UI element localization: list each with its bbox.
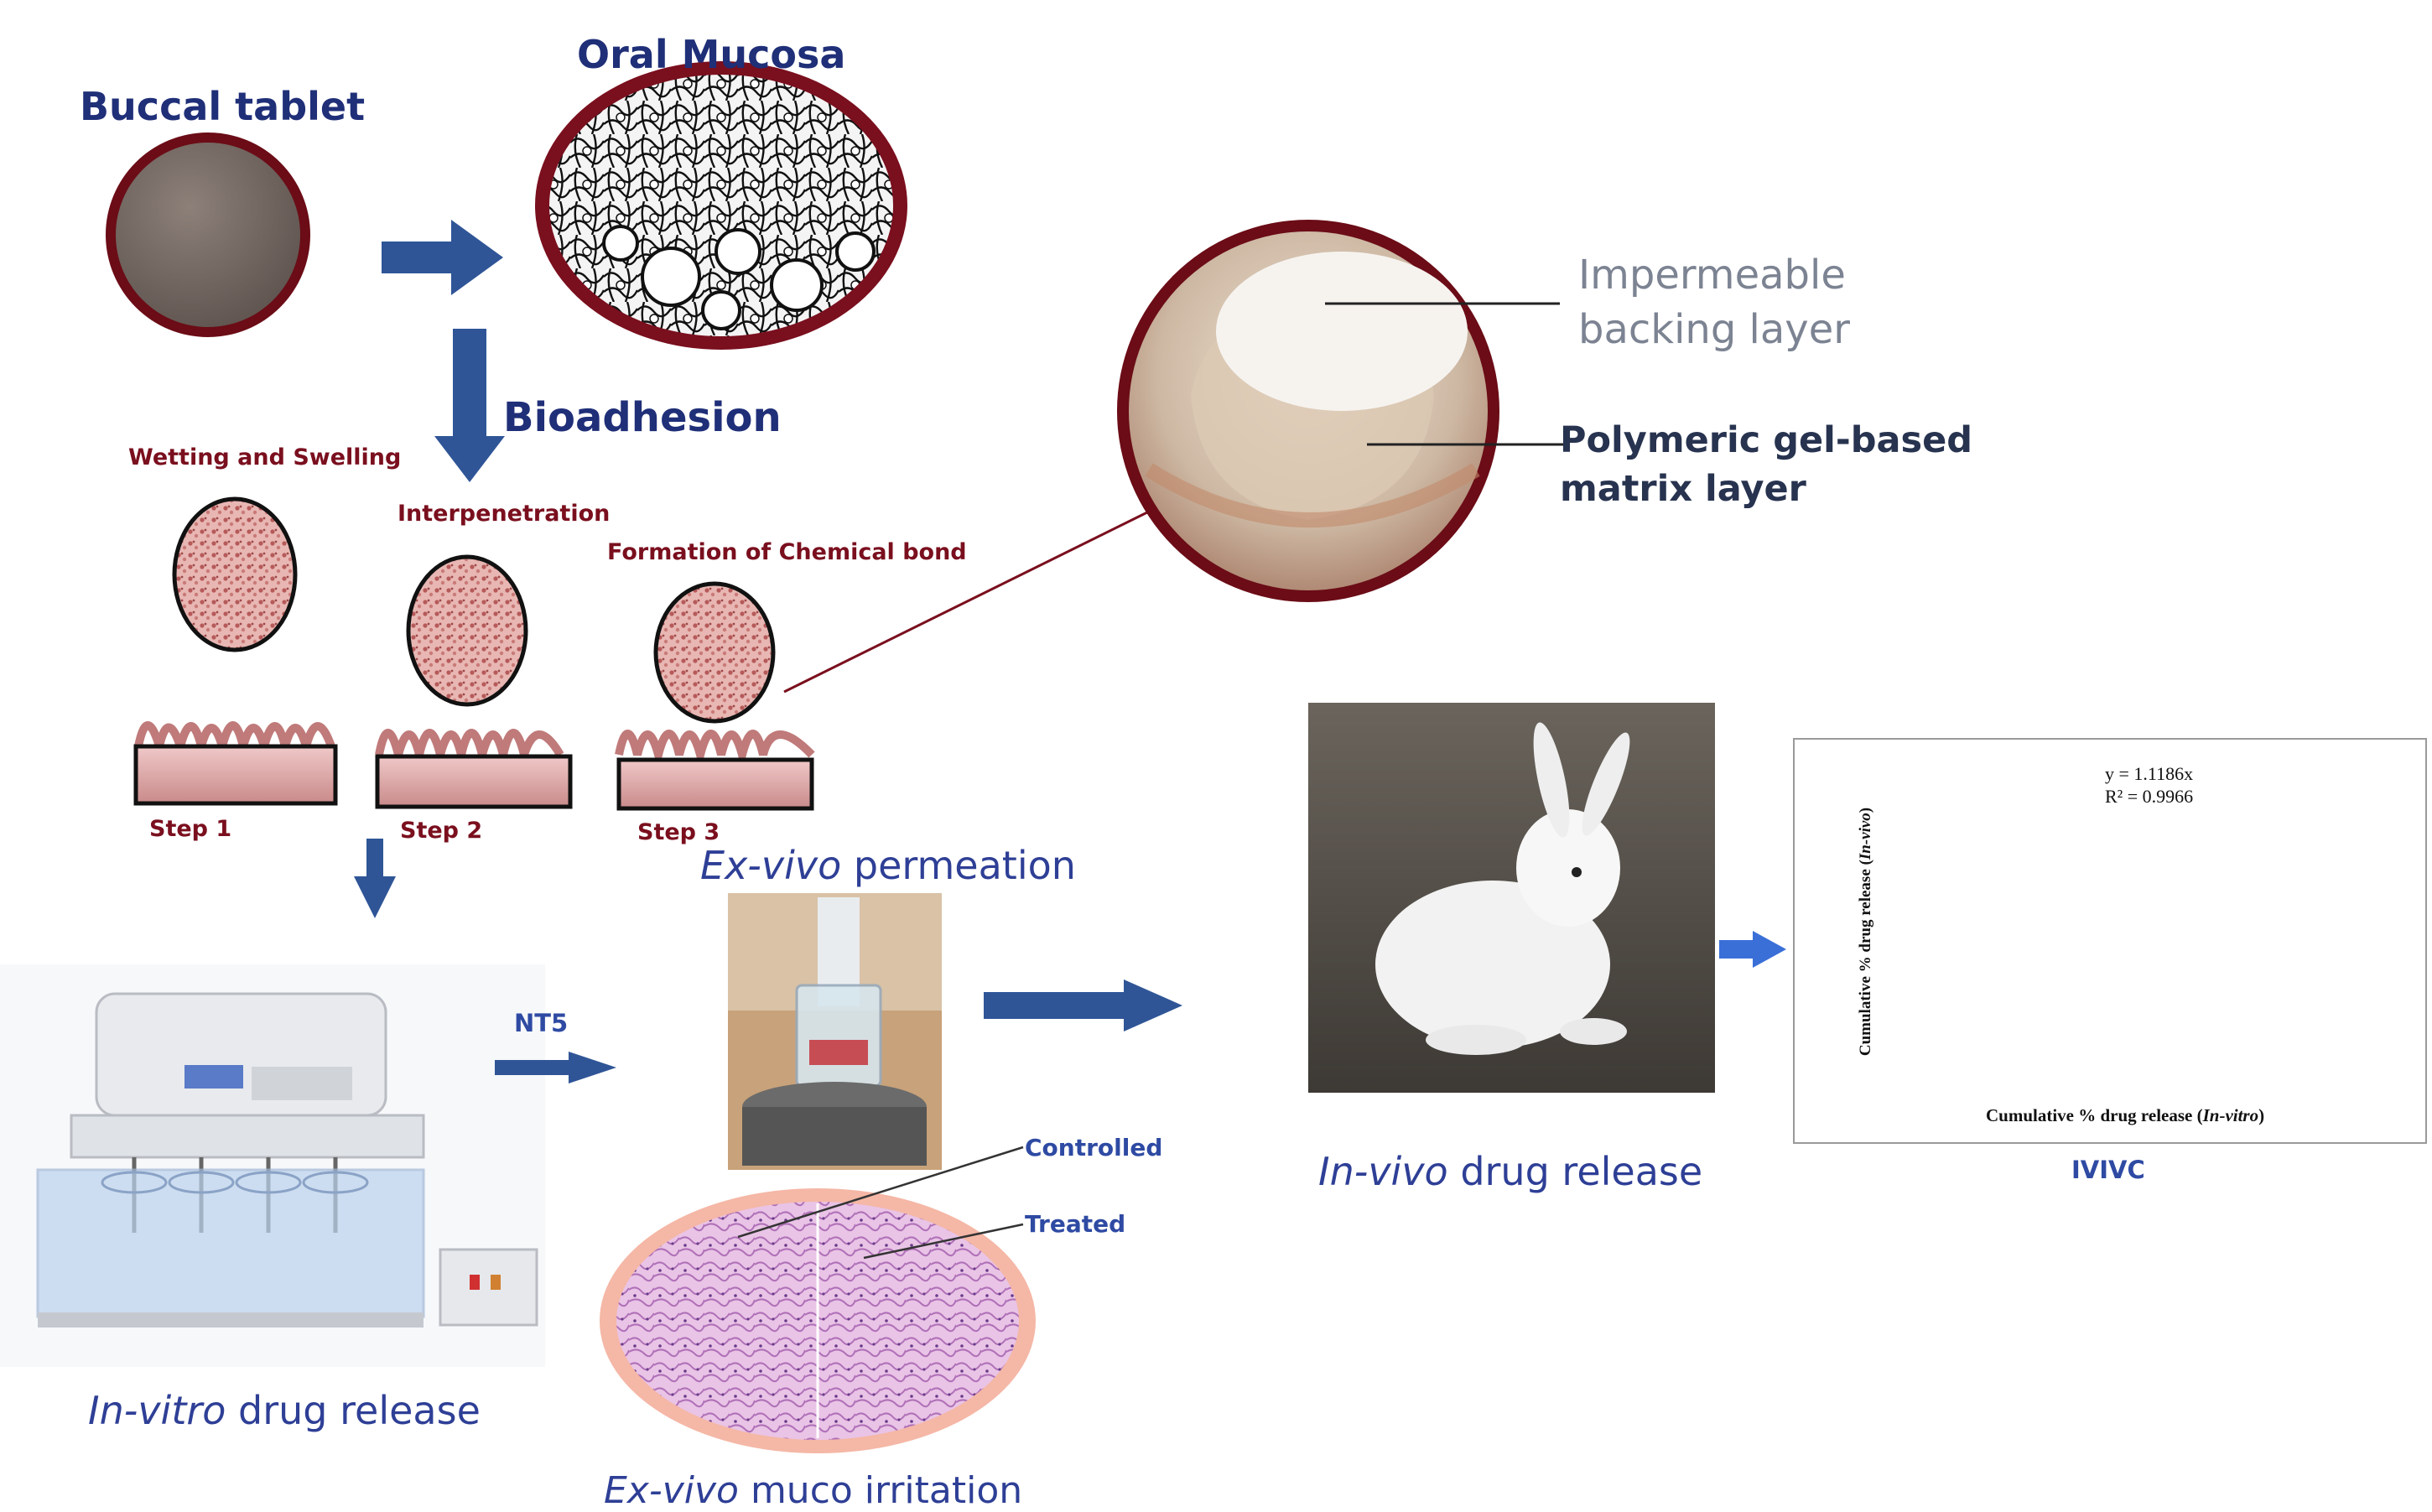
dissolution-apparatus — [0, 964, 545, 1367]
pointer-controlled — [737, 1146, 1024, 1239]
chart-ylabel-suffix: ) — [1857, 807, 1874, 813]
label-nt5: NT5 — [514, 1009, 569, 1037]
label-buccal-tablet: Buccal tablet — [80, 84, 366, 129]
chart-xlabel-ital: In-vitro — [2202, 1105, 2259, 1125]
label-interpenetration: Interpenetration — [398, 501, 611, 527]
label-oral-mucosa: Oral Mucosa — [577, 32, 846, 77]
chart-ylabel: Cumulative % drug release (In-vivo) — [1857, 781, 1875, 1083]
label-invitro-ital: In-vitro — [88, 1388, 226, 1433]
label-treated: Treated — [1025, 1210, 1126, 1238]
chart-xlabel: Cumulative % drug release (In-vitro) — [1986, 1105, 2264, 1126]
label-invivo-ital: In-vivo — [1318, 1149, 1448, 1194]
arrow-nt5 — [495, 1052, 616, 1083]
exvivo-permeation-photo — [728, 893, 942, 1170]
arrow-down-bioadhesion — [434, 329, 505, 482]
label-ivivc: IVIVC — [2071, 1156, 2145, 1184]
label-invitro-release: In-vitro drug release — [88, 1388, 481, 1433]
label-step2: Step 2 — [400, 818, 483, 844]
label-chemical-bond: Formation of Chemical bond — [607, 539, 967, 565]
label-wetting-swelling: Wetting and Swelling — [128, 444, 402, 470]
chart-r-squared: R² = 0.9966 — [2105, 786, 2194, 807]
label-bioadhesion: Bioadhesion — [503, 394, 782, 441]
label-controlled: Controlled — [1025, 1134, 1163, 1161]
chart-equation: y = 1.1186x — [2105, 763, 2194, 784]
tablet-cross-section-photo — [1117, 220, 1499, 602]
label-exvivo-irritation: Ex-vivo muco irritation — [604, 1469, 1022, 1512]
step1-illustration — [133, 496, 338, 806]
label-exvivo-permeation-ital: Ex-vivo — [700, 843, 842, 888]
label-invivo-release: In-vivo drug release — [1318, 1149, 1702, 1194]
label-exvivo-irritation-rest: muco irritation — [738, 1469, 1023, 1512]
label-impermeable-1: Impermeable — [1578, 252, 1846, 299]
oral-mucosa-image — [535, 61, 907, 350]
chart-xlabel-suffix: ) — [2258, 1105, 2265, 1125]
pointer-treated — [863, 1223, 1024, 1260]
step2-illustration — [375, 554, 573, 809]
label-invitro-rest: drug release — [226, 1388, 481, 1433]
label-impermeable-2: backing layer — [1578, 306, 1850, 353]
label-polymeric-1: Polymeric gel-based — [1560, 419, 1973, 461]
buccal-tablet — [116, 143, 300, 327]
arrow-to-invivo — [984, 979, 1182, 1031]
arrow-down-invitro — [354, 839, 396, 918]
ivivc-chart-frame — [1793, 738, 2427, 1144]
label-step3: Step 3 — [637, 819, 720, 845]
arrow-to-chart — [1719, 931, 1786, 968]
arrow-tablet-to-mucosa — [382, 220, 503, 295]
label-polymeric-2: matrix layer — [1560, 468, 1806, 510]
label-exvivo-permeation-rest: permeation — [841, 843, 1076, 888]
rabbit-photo — [1308, 703, 1715, 1093]
label-exvivo-permeation: Ex-vivo permeation — [700, 843, 1076, 888]
step3-illustration — [615, 581, 815, 811]
label-exvivo-irritation-ital: Ex-vivo — [604, 1469, 739, 1512]
connector-line — [783, 510, 1150, 694]
chart-ylabel-prefix: Cumulative % drug release ( — [1857, 860, 1874, 1057]
label-invivo-rest: drug release — [1447, 1149, 1703, 1194]
label-step1: Step 1 — [149, 816, 232, 842]
muco-irritation-image — [600, 1188, 1036, 1453]
chart-ylabel-ital: In-vivo — [1857, 813, 1874, 860]
chart-xlabel-prefix: Cumulative % drug release ( — [1986, 1105, 2203, 1125]
